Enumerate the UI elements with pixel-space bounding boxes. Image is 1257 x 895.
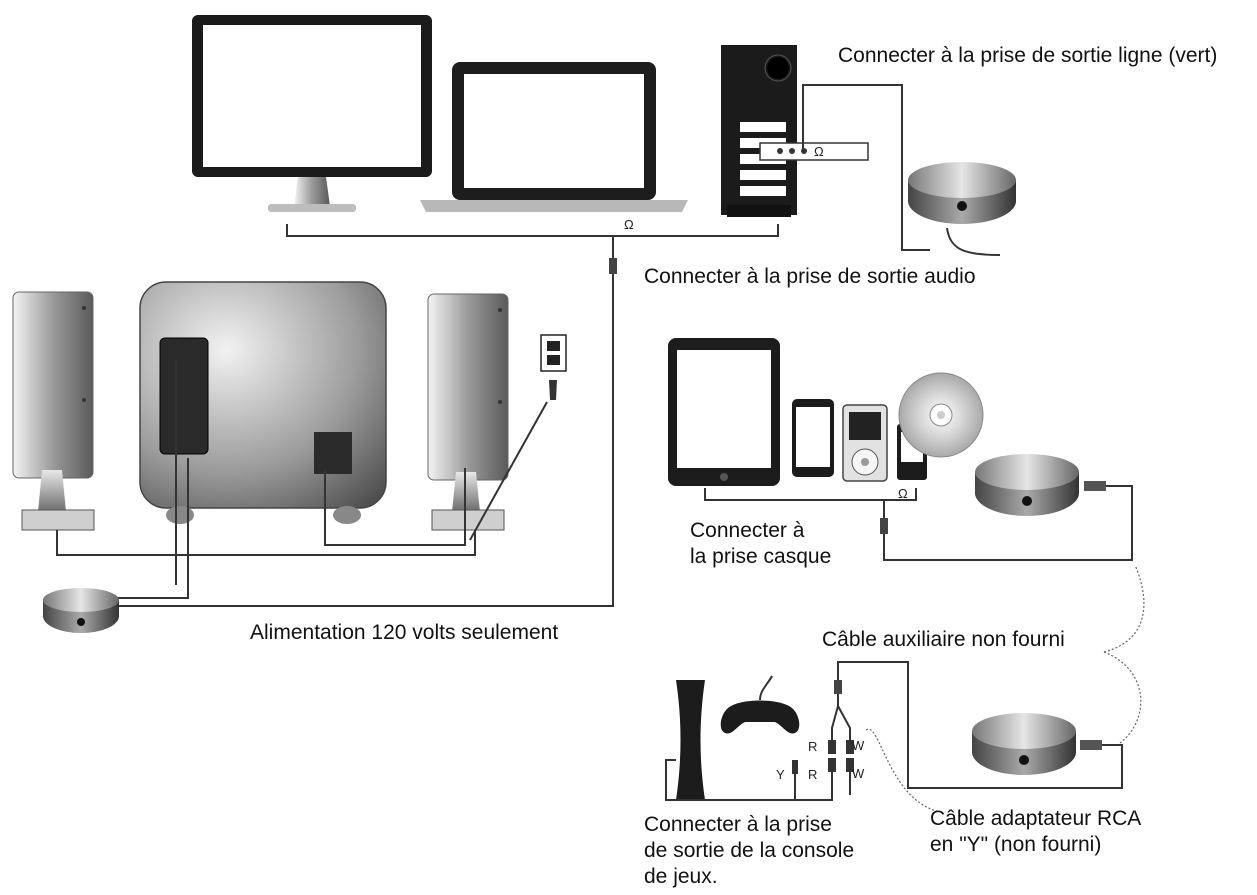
media-player-icon bbox=[842, 404, 888, 482]
rca-cable-label: Câble adaptateur RCA en "Y" (non fourni) bbox=[930, 806, 1141, 858]
control-pod-icon bbox=[43, 588, 119, 633]
cd-icon bbox=[898, 372, 984, 458]
audio-out-label: Connecter à la prise de sortie audio bbox=[644, 265, 976, 288]
console-output-label-line-2: de sortie de la console bbox=[644, 839, 855, 862]
game-console-icon bbox=[676, 680, 705, 800]
rca-cable-label-line-1: Câble adaptateur RCA bbox=[930, 807, 1142, 830]
satellite-speaker-icon bbox=[12, 291, 95, 531]
gamepad-icon bbox=[720, 675, 800, 734]
red-plug-bottom-label: R bbox=[808, 767, 817, 782]
wall-outlet-icon bbox=[540, 334, 567, 400]
tablet-icon bbox=[668, 338, 780, 486]
white-plug-bottom-label: W bbox=[852, 766, 865, 781]
line-out-label: Connecter à la prise de sortie ligne (ve… bbox=[838, 44, 1218, 67]
svg-text:Ω: Ω bbox=[814, 144, 824, 159]
console-output-label: Connecter à la prise de sortie de la con… bbox=[644, 812, 854, 890]
white-plug-top-label: W bbox=[852, 738, 865, 753]
desktop-monitor-icon bbox=[192, 15, 432, 212]
rca-cable-label-line-2: en "Y" (non fourni) bbox=[930, 833, 1102, 856]
headphone-jack-label-line-1: Connecter à bbox=[690, 519, 805, 542]
red-plug-top-label: R bbox=[808, 739, 817, 754]
power-label: Alimentation 120 volts seulement bbox=[250, 621, 559, 644]
smartphone-icon bbox=[792, 399, 834, 477]
laptop-icon bbox=[420, 62, 688, 212]
console-output-label-line-1: Connecter à la prise bbox=[644, 813, 832, 836]
headphone-icon: Ω bbox=[898, 486, 908, 501]
control-pod-icon bbox=[975, 454, 1079, 516]
headphone-jack-label: Connecter à la prise casque bbox=[690, 518, 831, 570]
console-output-label-line-3: de jeux. bbox=[644, 865, 718, 888]
headphone-jack-label-line-2: la prise casque bbox=[690, 545, 832, 568]
control-pod-icon bbox=[908, 162, 1016, 224]
headphone-icon: Ω bbox=[624, 217, 634, 232]
yellow-plug-label: Y bbox=[776, 767, 785, 782]
control-pod-icon bbox=[972, 713, 1076, 775]
pc-tower-icon: Ω bbox=[721, 45, 869, 217]
aux-cable-label: Câble auxiliaire non fourni bbox=[822, 628, 1065, 651]
